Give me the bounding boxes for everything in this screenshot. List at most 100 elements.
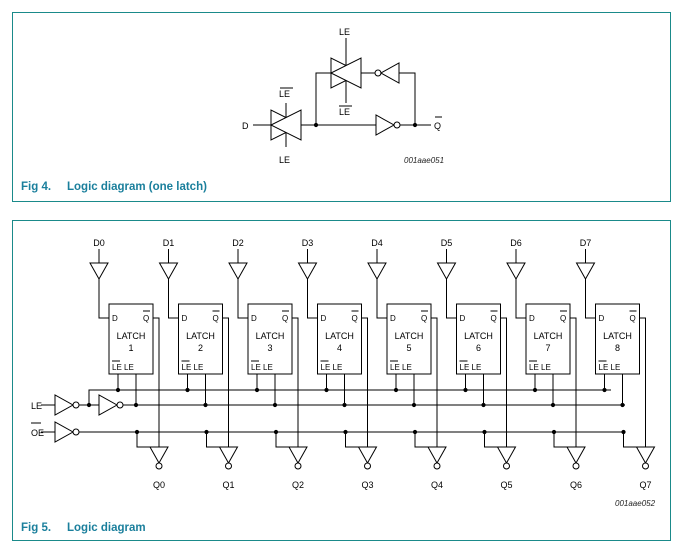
latch-number: 7 — [545, 343, 550, 353]
input-label: D4 — [371, 238, 383, 248]
latch-box — [525, 303, 571, 375]
fig5-caption: Fig 5.Logic diagram — [21, 522, 146, 534]
input-buffer — [506, 262, 526, 281]
latch-pin-d: D — [599, 314, 605, 323]
output-label: Q3 — [361, 480, 373, 490]
latch-title: LATCH — [395, 331, 424, 341]
d-label: D — [242, 121, 249, 131]
fig4-caption-text: Logic diagram (one latch) — [67, 181, 207, 193]
latch-pin-d: D — [460, 314, 466, 323]
latch-stage — [297, 249, 378, 470]
input-label: D0 — [93, 238, 105, 248]
latch-pin-q-bar: Q — [630, 314, 636, 323]
le-inverter — [98, 394, 119, 416]
one-latch-logic-diagram: D LE LE LE LE Q — [242, 27, 442, 165]
output-label: Q6 — [570, 480, 582, 490]
input-buffer — [367, 262, 387, 281]
output-inverter — [566, 446, 586, 465]
input-label: D5 — [441, 238, 453, 248]
fig4-panel: D LE LE LE LE Q 001aae051 Fig 4. Logic di… — [12, 12, 671, 202]
input-buffer — [228, 262, 248, 281]
input-transmission-gate — [269, 103, 303, 147]
latch-stage — [575, 249, 656, 470]
le-label-feedback-gate: LE — [339, 27, 350, 37]
latch-pin-le-bar: LE — [182, 363, 192, 372]
latch-number: 8 — [615, 343, 620, 353]
latch-pin-d: D — [321, 314, 327, 323]
output-inverter — [635, 446, 656, 465]
feedback-transmission-gate — [329, 38, 363, 103]
output-inverter — [357, 446, 378, 465]
input-label: D3 — [302, 238, 314, 248]
latch-box — [178, 303, 223, 375]
fig4-caption: Fig 4. Logic diagram (one latch) — [21, 181, 207, 193]
le-bar-label-feedback-gate: LE — [339, 107, 350, 117]
feedback-wire — [315, 72, 331, 125]
fig5-caption-text: Logic diagram — [67, 522, 146, 534]
latch-pin-le: LE — [263, 363, 273, 372]
latch-pin-le-bar: LE — [112, 363, 122, 372]
output-inverter — [375, 114, 401, 136]
output-label: Q1 — [222, 480, 234, 490]
fig4-caption-number: Fig 4. — [21, 181, 52, 193]
latch-number: 5 — [406, 343, 411, 353]
latch-pin-le: LE — [194, 363, 204, 372]
q-bar-label: Q — [434, 121, 441, 131]
latch-title: LATCH — [256, 331, 285, 341]
output-inverter — [496, 446, 517, 465]
latch-pin-le: LE — [541, 363, 551, 372]
latch-title: LATCH — [464, 331, 493, 341]
latch-pin-d: D — [529, 314, 535, 323]
latch-pin-le: LE — [611, 363, 621, 372]
latch-pin-q-bar: Q — [352, 314, 358, 323]
output-inverter — [288, 446, 308, 465]
le-bar-bus — [88, 389, 611, 405]
latch-box — [456, 303, 501, 375]
output-label: Q0 — [153, 480, 165, 490]
input-buffer — [297, 262, 318, 281]
output-inverter — [218, 446, 239, 465]
latch-title: LATCH — [534, 331, 563, 341]
latch-pin-q-bar: Q — [143, 314, 149, 323]
input-label: D1 — [163, 238, 175, 248]
latch-pin-q-bar: Q — [282, 314, 288, 323]
latch-number: 2 — [198, 343, 203, 353]
latch-pin-le: LE — [472, 363, 482, 372]
figure-code: 001aae051 — [404, 156, 445, 165]
input-buffer — [575, 262, 596, 281]
latch-pin-q-bar: Q — [491, 314, 497, 323]
latch-pin-q-bar: Q — [213, 314, 219, 323]
oe-input-buffer — [54, 421, 75, 443]
output-inverter — [149, 446, 169, 465]
latch-stage — [158, 249, 239, 470]
latch-pin-le: LE — [402, 363, 412, 372]
le-input-buffer — [54, 394, 75, 416]
latch-pin-d: D — [112, 314, 118, 323]
latch-pin-le: LE — [124, 363, 134, 372]
input-buffer — [436, 262, 457, 281]
latch-pin-q-bar: Q — [560, 314, 566, 323]
latch-pin-le-bar: LE — [251, 363, 261, 372]
le-input-label: LE — [31, 401, 42, 411]
input-label: D2 — [232, 238, 244, 248]
latch-pin-d: D — [251, 314, 257, 323]
latch-pin-d: D — [390, 314, 396, 323]
output-label: Q5 — [500, 480, 512, 490]
latch-pin-le-bar: LE — [390, 363, 400, 372]
latch-title: LATCH — [603, 331, 632, 341]
latch-number: 6 — [476, 343, 481, 353]
latch-pin-le-bar: LE — [599, 363, 609, 372]
latch-pin-le: LE — [333, 363, 343, 372]
output-label: Q2 — [292, 480, 304, 490]
output-inverter — [427, 446, 447, 465]
latch-stage — [436, 249, 517, 470]
input-buffer — [158, 262, 179, 281]
latch-box — [595, 303, 640, 375]
latch-pin-d: D — [182, 314, 188, 323]
latch-stage — [506, 249, 586, 470]
latch-number: 3 — [267, 343, 272, 353]
latch-pin-q-bar: Q — [421, 314, 427, 323]
latch-box — [317, 303, 362, 375]
